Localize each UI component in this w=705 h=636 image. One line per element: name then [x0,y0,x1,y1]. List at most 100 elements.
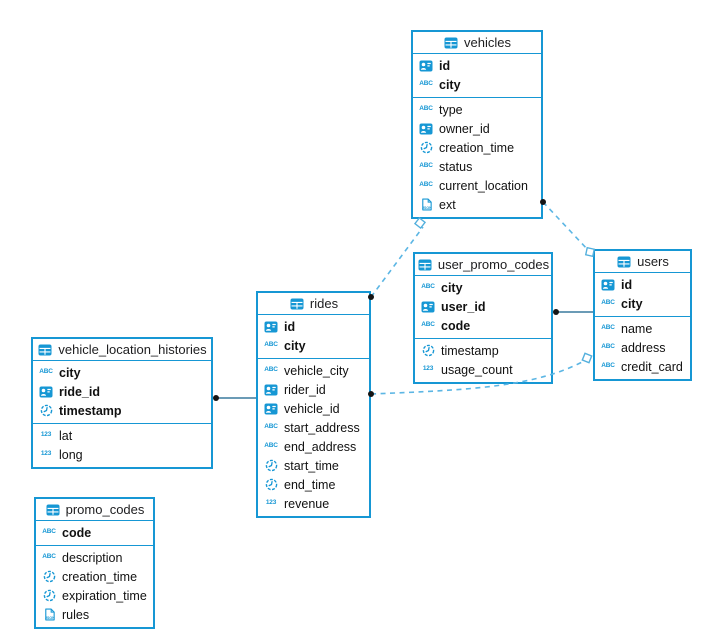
column-row-id[interactable]: id [258,317,369,336]
number-123-type-icon: 123 [40,431,52,439]
entity-header[interactable]: rides [258,293,369,315]
column-row-expiration_time[interactable]: expiration_time [36,586,153,605]
column-row-vehicle_id[interactable]: vehicle_id [258,399,369,418]
column-label: vehicle_id [284,401,340,416]
column-row-start_time[interactable]: start_time [258,456,369,475]
id-badge-icon [263,384,279,396]
abc-text-type-icon: ABC [421,283,435,291]
column-label: status [439,159,473,174]
abc-text-type-icon: ABC [601,343,615,351]
column-row-end_time[interactable]: end_time [258,475,369,494]
relationship-vehicle-location-histories-rides[interactable] [213,395,256,401]
column-label: timestamp [59,403,122,418]
column-label: id [284,319,296,334]
entity-header[interactable]: promo_codes [36,499,153,521]
entity-header[interactable]: user_promo_codes [415,254,551,276]
svg-text:JSON: JSON [45,616,55,620]
entity-title: users [637,254,669,269]
column-row-lat[interactable]: 123 lat [33,426,211,445]
column-row-timestamp[interactable]: timestamp [415,341,551,360]
column-row-city[interactable]: ABC city [415,278,551,297]
column-label: type [439,102,463,117]
column-label: lat [59,428,73,443]
column-label: code [62,525,92,540]
abc-text-type-icon: ABC [264,341,278,349]
diamond-endpoint [581,352,593,364]
relationship-vehicles-users[interactable] [540,199,596,258]
column-row-code[interactable]: ABC code [36,523,153,542]
entity-header[interactable]: vehicle_location_histories [33,339,211,361]
abc-text-type-icon: ABC [39,368,53,376]
key-columns-section: ABC city ride_id timestamp [33,361,211,424]
number-123-type-icon: 123 [40,450,52,458]
entity-header[interactable]: users [595,251,690,273]
entity-header[interactable]: vehicles [413,32,541,54]
column-row-rules[interactable]: JSON rules [36,605,153,624]
number-123-type-icon: 123 [422,365,434,373]
column-row-id[interactable]: id [413,56,541,75]
column-label: revenue [284,496,330,511]
column-label: id [439,58,451,73]
column-row-user_id[interactable]: user_id [415,297,551,316]
abc-text-type-icon: ABC [42,528,56,536]
column-row-owner_id[interactable]: owner_id [413,119,541,138]
column-label: creation_time [62,569,138,584]
column-label: ext [439,197,456,212]
id-badge-icon [418,60,434,72]
column-row-id[interactable]: id [595,275,690,294]
column-row-creation_time[interactable]: creation_time [36,567,153,586]
table-icon [45,504,61,516]
key-columns-section: ABC code [36,521,153,546]
column-label: creation_time [439,140,515,155]
entity-title: vehicle_location_histories [58,342,207,357]
column-row-usage_count[interactable]: 123 usage_count [415,360,551,379]
column-label: owner_id [439,121,490,136]
json-document-type-icon: JSON [41,608,57,621]
column-label: city [441,280,463,295]
column-label: timestamp [441,343,499,358]
relationship-user-promo-codes-users[interactable] [553,309,593,315]
column-label: usage_count [441,362,513,377]
column-row-city[interactable]: ABC city [33,363,211,382]
clock-time-type-icon [420,344,436,357]
column-label: rules [62,607,90,622]
column-row-rider_id[interactable]: rider_id [258,380,369,399]
column-row-creation_time[interactable]: creation_time [413,138,541,157]
column-label: city [59,365,81,380]
column-row-timestamp[interactable]: timestamp [33,401,211,420]
column-row-ride_id[interactable]: ride_id [33,382,211,401]
entity-vehicle-location-histories[interactable]: vehicle_location_histories ABC city ride_i… [31,337,213,469]
table-icon [417,259,433,271]
abc-text-type-icon: ABC [264,442,278,450]
